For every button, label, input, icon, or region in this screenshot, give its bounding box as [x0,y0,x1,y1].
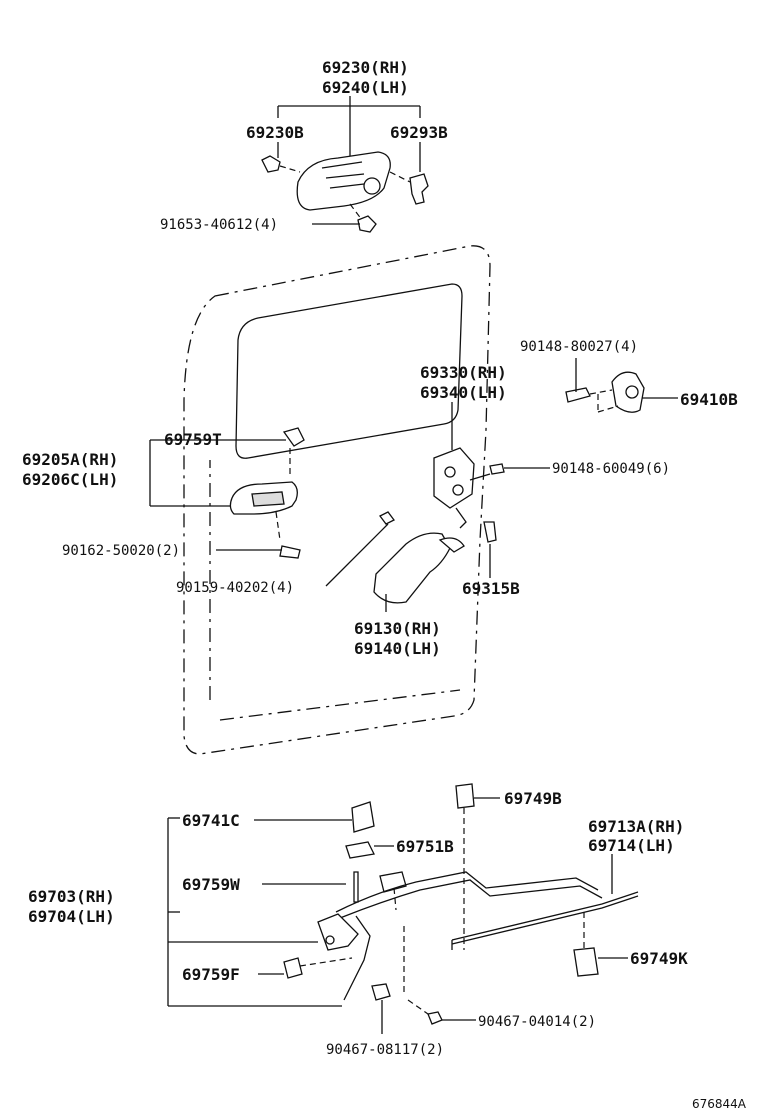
label-90162-50020: 90162-50020(2) [62,543,180,559]
striker-assembly [565,358,678,413]
label-69293b: 69293B [390,123,448,142]
outside-handle-assembly [261,96,429,233]
label-90467-04014: 90467-04014(2) [478,1014,596,1030]
label-69230b: 69230B [246,123,304,142]
label-69704-lh: 69704(LH) [28,907,115,926]
reference-code: 676844A [692,1097,747,1111]
label-69206c-lh: 69206C(LH) [22,470,118,489]
label-69410b: 69410B [680,390,738,409]
label-90159-40202: 90159-40202(4) [176,580,294,596]
label-69741c: 69741C [182,811,240,830]
label-69340-lh: 69340(LH) [420,383,507,402]
label-90148-60049: 90148-60049(6) [552,461,670,477]
label-69751b: 69751B [396,837,454,856]
label-69130-rh: 69130(RH) [354,619,441,638]
label-69714-lh: 69714(LH) [588,836,675,855]
door-outline [183,245,491,755]
label-90467-08117: 90467-08117(2) [326,1042,444,1058]
door-lock [433,447,475,509]
label-69759f: 69759F [182,965,240,984]
label-69140-lh: 69140(LH) [354,639,441,658]
label-91653-40612: 91653-40612(4) [160,217,278,233]
label-69759w: 69759W [182,875,240,894]
label-69749k: 69749K [630,949,688,968]
door-control [317,913,359,951]
door-lock-assembly [433,402,550,529]
label-69240-lh: 69240(LH) [322,78,409,97]
lock-cover-assembly [325,511,497,612]
lock-cover [373,532,451,604]
label-90148-80027: 90148-80027(4) [520,339,638,355]
lower-control-assembly [167,783,639,1034]
label-69703-rh: 69703(RH) [28,887,115,906]
outside-handle [296,151,391,211]
label-69315b: 69315B [462,579,520,598]
label-69759t: 69759T [164,430,222,449]
label-69749b: 69749B [504,789,562,808]
inside-handle-assembly [149,427,305,559]
label-69330-rh: 69330(RH) [420,363,507,382]
label-69205a-rh: 69205A(RH) [22,450,118,469]
label-69230-rh: 69230(RH) [322,58,409,77]
label-69713a-rh: 69713A(RH) [588,817,684,836]
